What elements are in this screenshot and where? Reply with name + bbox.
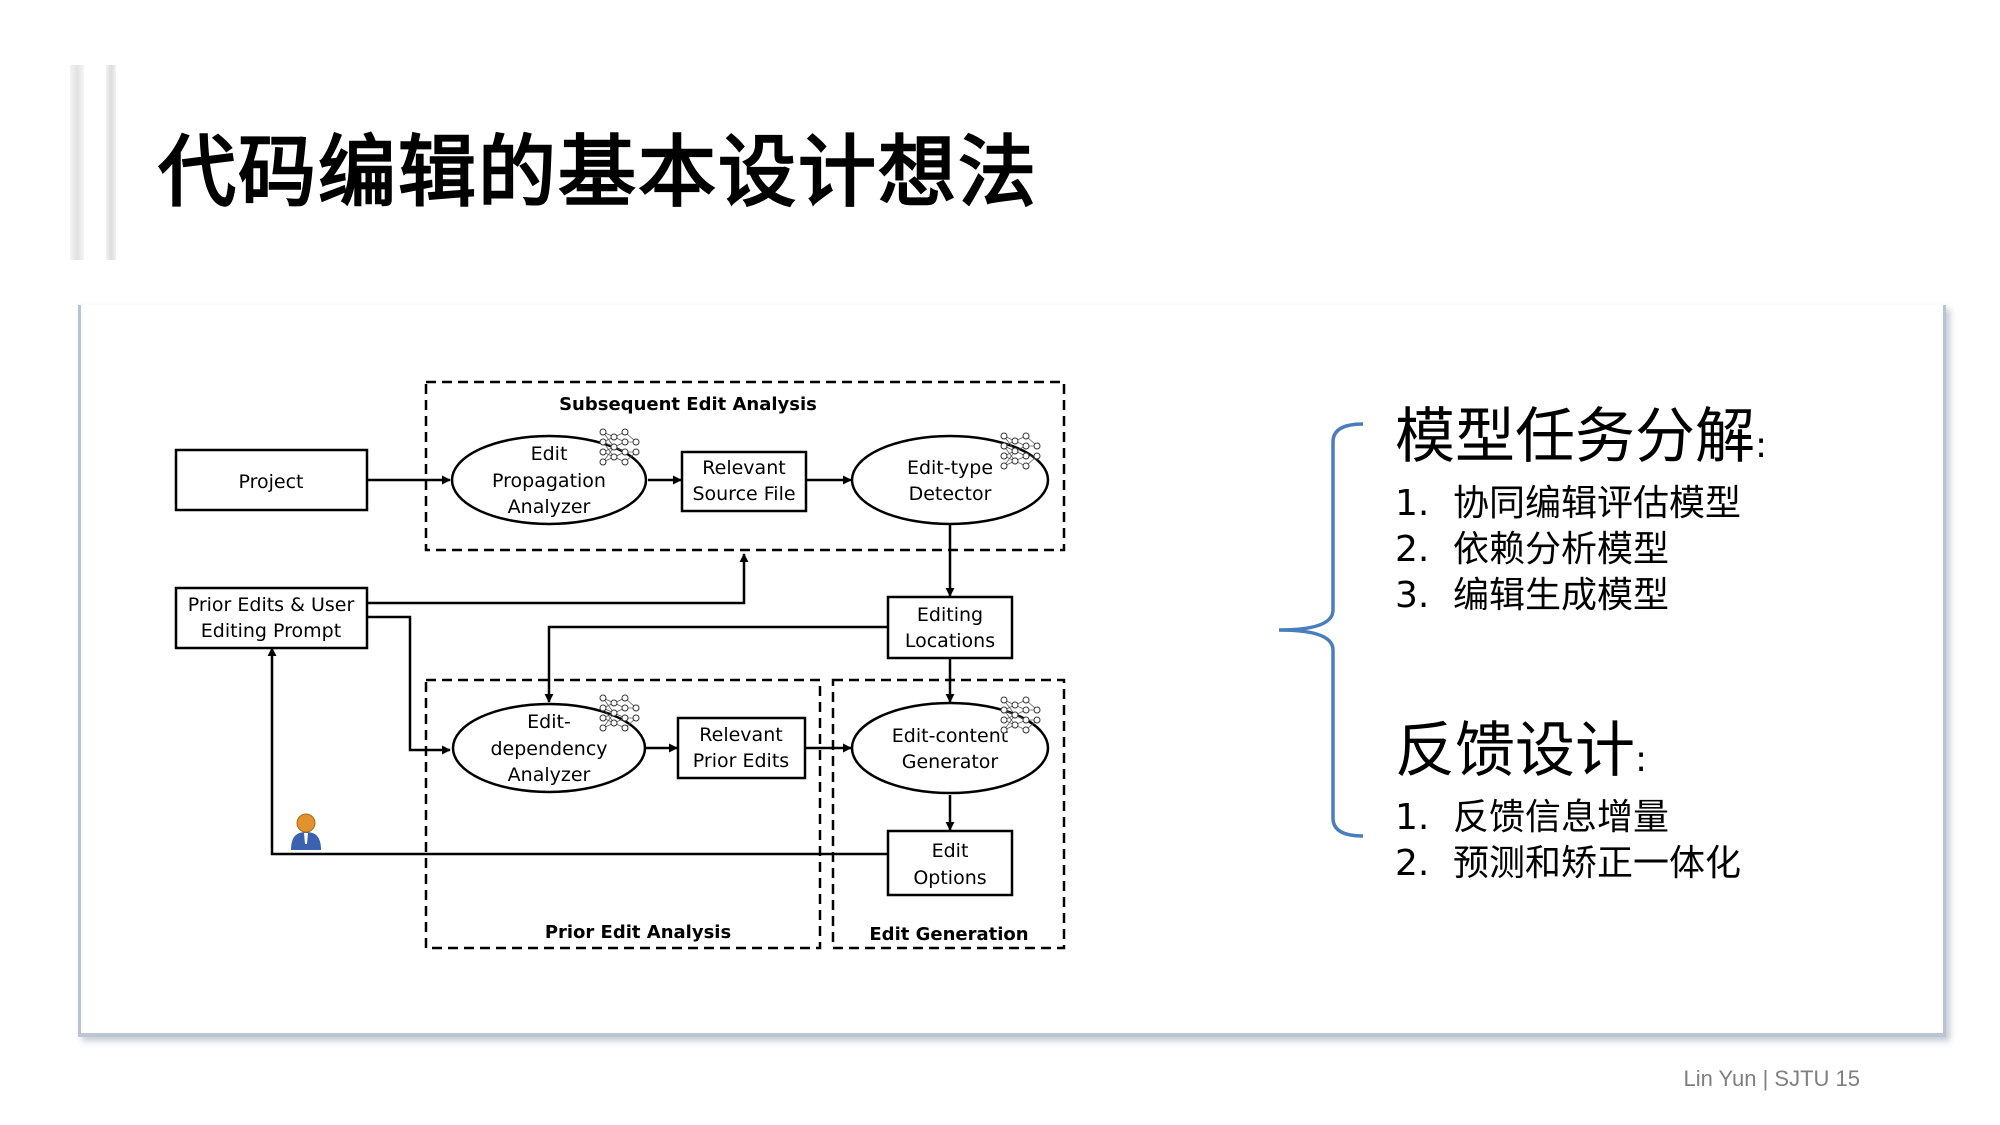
node-locations-line1: Editing — [917, 604, 983, 626]
arrow-locations-to-dependency — [544, 625, 888, 703]
list-item: 1. 反馈信息增量 — [1395, 795, 1741, 841]
decorative-bar-left — [70, 65, 84, 260]
node-editing-locations: Editing Locations — [886, 595, 1014, 660]
group-subsequent-edit-analysis — [424, 380, 1066, 552]
arrow-prioredits-to-dependency — [367, 615, 451, 755]
node-edittype-line1: Edit-type — [907, 457, 993, 479]
node-propagation-line2: Propagation — [492, 470, 606, 492]
section2-title: 反馈设计 — [1395, 716, 1635, 786]
node-prior-edits-line1: Prior Edits & User — [188, 594, 355, 616]
node-source-line1: Relevant — [702, 457, 785, 479]
slide-footer: Lin Yun | SJTU 15 — [1683, 1066, 1860, 1091]
slide-title: 代码编辑的基本设计想法 — [158, 128, 1039, 218]
node-dependency-line3: Analyzer — [508, 764, 591, 786]
list-item-number: 1. — [1395, 797, 1430, 838]
list-item-text: 协同编辑评估模型 — [1453, 483, 1742, 524]
node-prior-line1: Relevant — [699, 724, 782, 746]
section1-title: 模型任务分解 — [1395, 402, 1755, 472]
list-item-text: 反馈信息增量 — [1453, 797, 1670, 838]
node-locations-line2: Locations — [905, 630, 995, 652]
node-edit-options: Edit Options — [886, 829, 1014, 897]
curly-brace — [1278, 422, 1364, 838]
node-propagation-line3: Analyzer — [508, 496, 591, 518]
list-item: 2. 依赖分析模型 — [1395, 527, 1767, 573]
node-edit-propagation-analyzer: Edit Propagation Analyzer — [450, 434, 648, 526]
list-item: 2. 预测和矫正一体化 — [1395, 841, 1741, 887]
content-panel — [78, 305, 1946, 1037]
group-prior-edit-analysis — [424, 678, 822, 950]
node-edit-dependency-analyzer: Edit- dependency Analyzer — [451, 702, 647, 794]
node-edit-content-generator: Edit-content Generator — [850, 701, 1050, 795]
node-generator-line1: Edit-content — [892, 725, 1008, 747]
list-item-number: 1. — [1395, 483, 1430, 524]
node-prior-line2: Prior Edits — [693, 750, 789, 772]
decorative-bar-right — [106, 65, 116, 260]
node-dependency-line2: dependency — [490, 738, 607, 760]
node-generator-line2: Generator — [902, 751, 999, 773]
node-edittype-line2: Detector — [909, 483, 992, 505]
group-edit-generation — [831, 678, 1066, 950]
list-item: 3. 编辑生成模型 — [1395, 573, 1767, 619]
node-propagation-line1: Edit — [531, 443, 568, 465]
section-task-decomposition: 模型任务分解: 1. 协同编辑评估模型 2. 依赖分析模型 3. 编辑生成模型 — [1395, 402, 1767, 619]
node-project: Project — [174, 448, 369, 512]
node-options-line2: Options — [913, 867, 986, 889]
section-feedback-design: 反馈设计: 1. 反馈信息增量 2. 预测和矫正一体化 — [1395, 716, 1741, 887]
node-relevant-prior-edits: Relevant Prior Edits — [676, 716, 807, 780]
node-prior-edits-line2: Editing Prompt — [201, 620, 341, 642]
list-item-number: 3. — [1395, 575, 1430, 616]
list-item-text: 预测和矫正一体化 — [1453, 843, 1742, 884]
node-relevant-source-file: Relevant Source File — [680, 450, 808, 513]
node-edit-type-detector: Edit-type Detector — [850, 434, 1050, 526]
list-item-text: 依赖分析模型 — [1453, 529, 1670, 570]
section1-colon: : — [1755, 425, 1768, 466]
arrow-prioredits-to-subsequent — [367, 553, 749, 605]
section2-colon: : — [1635, 739, 1648, 780]
list-item: 1. 协同编辑评估模型 — [1395, 481, 1767, 527]
list-item-number: 2. — [1395, 843, 1430, 884]
node-dependency-line1: Edit- — [527, 711, 571, 733]
list-item-number: 2. — [1395, 529, 1430, 570]
group-label-prior: Prior Edit Analysis — [545, 922, 731, 943]
node-project-label: Project — [238, 471, 303, 493]
node-options-line1: Edit — [932, 840, 969, 862]
node-source-line2: Source File — [692, 483, 795, 505]
group-label-generation: Edit Generation — [869, 924, 1028, 945]
list-item-text: 编辑生成模型 — [1453, 575, 1670, 616]
user-icon — [291, 813, 321, 850]
arrow-options-feedback-to-prompt — [267, 647, 888, 856]
group-label-subsequent: Subsequent Edit Analysis — [559, 394, 817, 415]
node-prior-edits-prompt: Prior Edits & User Editing Prompt — [174, 586, 369, 650]
